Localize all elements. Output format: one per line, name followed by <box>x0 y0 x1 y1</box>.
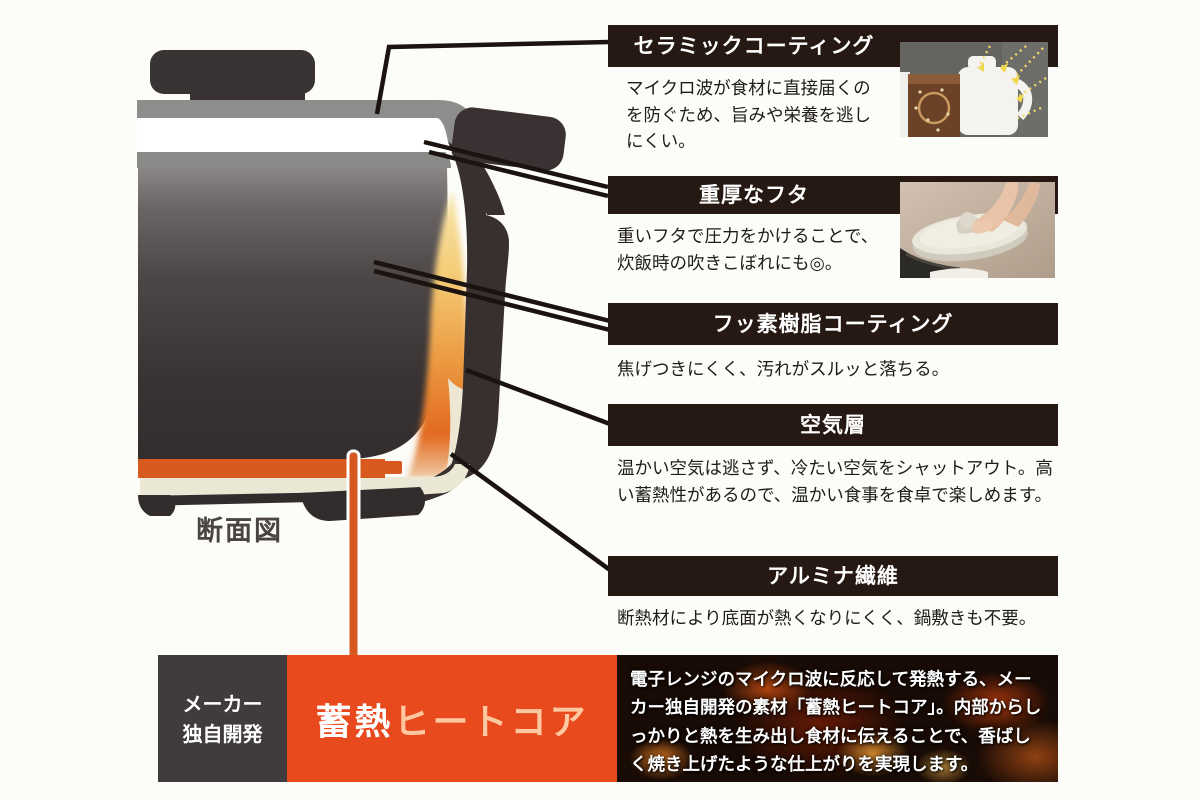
feature-title: フッ素樹脂コーティング <box>712 312 954 336</box>
photo-pot-body <box>958 67 1018 135</box>
photo-pot-wall <box>900 72 910 137</box>
pot-lid <box>137 50 566 171</box>
ceramic-coating-photo <box>900 42 1048 137</box>
callout-line-fluoro-a <box>373 259 611 324</box>
heat-core-name-emphasis: 蓄熱 <box>315 701 394 743</box>
outer-wall-bottom <box>320 428 481 517</box>
feature-desc-air-layer: 温かい空気は逃さず、冷たい空気をシャットアウト。高い蓄熱性があるので、温かい食事… <box>617 459 1053 506</box>
heat-core-name-box: 蓄熱ヒートコア <box>287 655 617 782</box>
lid-knob-stem <box>190 82 305 104</box>
photo-cloth <box>930 268 988 278</box>
callout-lines <box>373 39 612 572</box>
photo-hand <box>971 182 1040 234</box>
feature-bar-fluoro-coating: フッ素樹脂コーティング <box>608 303 1058 345</box>
feature-desc-alumina-fiber: 断熱材により底面が熱くなりにくく、鍋敷きも不要。 <box>617 609 1037 629</box>
feature-title: セラミックコーティング <box>633 34 875 58</box>
pot-interior <box>138 168 448 459</box>
feature-bar-alumina-fiber: アルミナ繊維 <box>608 556 1058 596</box>
callout-line-air <box>465 367 611 427</box>
heat-core-description: 電子レンジのマイクロ波に反応して発熱する、メーカー独自開発の素材「蓄熱ヒートコア… <box>630 670 1042 776</box>
callout-line-fluoro-b <box>373 268 611 333</box>
lid-lower-layer <box>137 152 451 168</box>
feature-title: 重厚なフタ <box>699 183 809 207</box>
heavy-lid-photo <box>900 182 1055 278</box>
heat-core-name-rest: ヒートコア <box>393 701 589 743</box>
callout-line-lid-b <box>428 149 609 199</box>
callout-line-lid-a <box>423 139 609 190</box>
pot-feet <box>138 487 426 521</box>
feature-desc-ceramic-coating: マイクロ波が食材に直接届くのを防ぐため、旨みや栄養を逃しにくい。 <box>626 79 871 153</box>
outer-wall <box>444 140 509 482</box>
feature-desc-fluoro-coating: 焦げつきにくく、汚れがスルッと落ちる。 <box>617 360 950 380</box>
outer-wall-handle-mount <box>468 158 505 215</box>
heat-core-description-box: 電子レンジのマイクロ波に反応して発熱する、メーカー独自開発の素材「蓄熱ヒートコア… <box>617 655 1058 782</box>
feature-desc-heavy-lid: 重いフタで圧力をかけることで、炊飯時の吹きこぼれにも◎。 <box>617 227 879 274</box>
feature-title: 空気層 <box>800 413 866 437</box>
heat-core-band <box>138 459 402 478</box>
callout-line-ceramic <box>374 39 610 115</box>
photo-pot-handle <box>1012 77 1033 121</box>
callout-line-alumina <box>449 452 612 572</box>
lid-top-layer <box>137 100 480 151</box>
maker-original-badge: メーカー 独自開発 <box>158 655 287 782</box>
heat-core-connector <box>346 449 361 663</box>
lid-white-layer <box>137 118 452 152</box>
feature-bar-air-layer: 空気層 <box>608 404 1058 446</box>
feature-title: アルミナ繊維 <box>767 564 899 588</box>
cross-section-label: 断面図 <box>196 516 283 547</box>
microwave-arrows-icon <box>976 45 1047 120</box>
